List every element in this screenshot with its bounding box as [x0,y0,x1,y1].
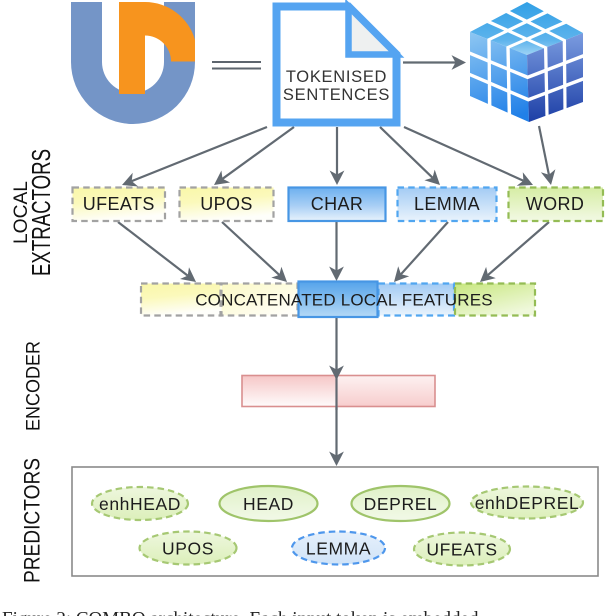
svg-text:LEMMA: LEMMA [414,194,480,214]
svg-text:UFEATS: UFEATS [426,540,497,560]
svg-text:EXTRACTORS: EXTRACTORS [28,149,56,276]
svg-text:CHAR: CHAR [311,194,364,214]
svg-text:enhHEAD: enhHEAD [99,494,181,514]
svg-text:TOKENISED: TOKENISED [286,68,387,86]
svg-text:HEAD: HEAD [243,494,294,514]
svg-text:DEPREL: DEPREL [364,494,438,514]
svg-text:ENCODER: ENCODER [23,341,45,431]
svg-text:SENTENCES: SENTENCES [283,86,390,104]
svg-text:LEMMA: LEMMA [306,539,371,559]
svg-text:LOCAL: LOCAL [11,181,32,244]
svg-text:UFEATS: UFEATS [83,194,155,214]
svg-text:PREDICTORS: PREDICTORS [20,458,45,583]
svg-text:WORD: WORD [526,194,585,214]
svg-text:UPOS: UPOS [200,194,253,214]
svg-text:enhDEPREL: enhDEPREL [475,493,580,513]
svg-text:Figure 2: COMBO architecture.: Figure 2: COMBO architecture. Each input… [2,609,479,616]
svg-text:UPOS: UPOS [162,539,214,559]
svg-text:CONCATENATED LOCAL FEATURES: CONCATENATED LOCAL FEATURES [195,291,493,310]
